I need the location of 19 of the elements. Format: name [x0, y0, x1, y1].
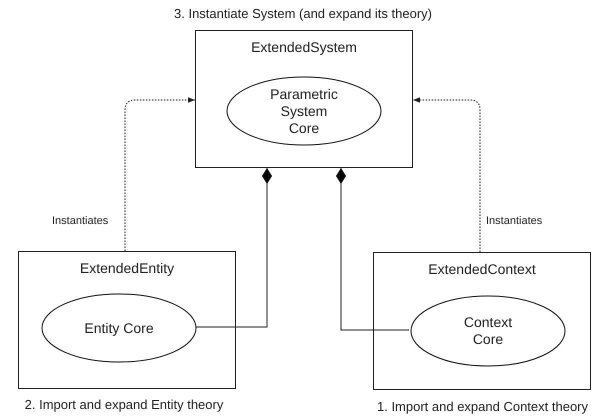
node-label: Entity Core: [83, 320, 155, 336]
arrow: [124, 97, 196, 252]
class-box: [18, 251, 236, 389]
ellipse-node: [41, 293, 197, 363]
composition-connector: [336, 168, 410, 330]
box-heading: ExtendedContext: [427, 260, 537, 279]
box-heading: ExtendedSystem: [250, 38, 358, 57]
node-label: Parametric System Core: [269, 86, 339, 136]
step-caption: 3. Instantiate System (and expand its theory): [173, 5, 433, 23]
class-box: [195, 30, 413, 168]
arrow: [412, 97, 480, 252]
node-label: Context Core: [462, 314, 514, 348]
class-box: [373, 252, 591, 390]
box-heading: ExtendedEntity: [78, 259, 176, 278]
ellipse-node: [226, 76, 382, 146]
ellipse-node: [410, 295, 566, 367]
step-caption: 2. Import and expand Entity theory: [24, 396, 224, 414]
step-caption: 1. Import and expand Context theory: [376, 398, 589, 416]
composition-connector: [196, 168, 272, 328]
